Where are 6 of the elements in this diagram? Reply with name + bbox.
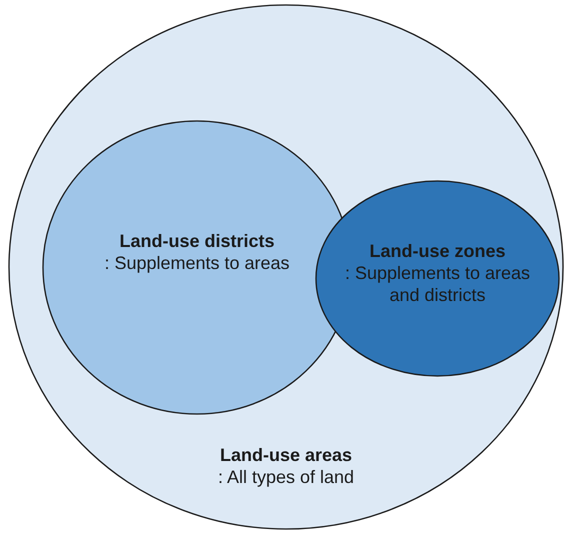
region-description: : Supplements to areas and districts: [344, 262, 532, 306]
region-description: : Supplements to areas: [104, 252, 290, 274]
region-description: : All types of land: [218, 466, 354, 488]
region-title: Land-use areas: [220, 444, 352, 466]
region-title: Land-use zones: [369, 240, 506, 262]
region-title: Land-use districts: [119, 230, 275, 252]
